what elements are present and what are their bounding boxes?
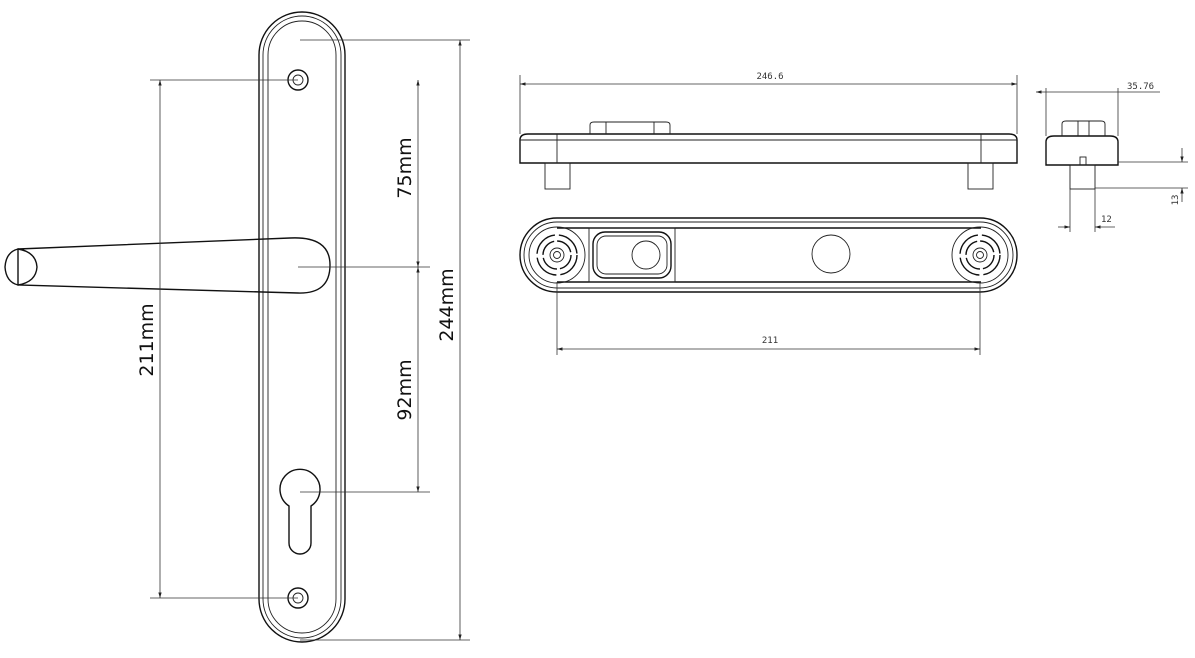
dim-92mm: 92mm [394, 359, 416, 420]
dim-35-76: 35.76 [1127, 82, 1154, 92]
lever-handle [4, 237, 331, 294]
right-fixing-rosette-icon [951, 226, 1009, 284]
backplate [258, 11, 346, 643]
front-view: 211mm 75mm 92mm 244mm [4, 11, 470, 643]
dim-246-6: 246.6 [756, 72, 783, 82]
end-view: 35.76 13 12 [1036, 82, 1188, 232]
dim-211: 211 [762, 336, 778, 346]
dim-211mm: 211mm [136, 303, 158, 376]
bottom-view: 211 [519, 217, 1018, 355]
keyhole-cutout [279, 468, 321, 555]
dim-12: 12 [1101, 215, 1112, 225]
dim-244mm: 244mm [436, 268, 458, 341]
dim-75mm: 75mm [394, 137, 416, 198]
side-view: 246.6 [519, 72, 1018, 190]
left-fixing-rosette-icon [528, 226, 586, 284]
dim-13: 13 [1171, 195, 1181, 206]
